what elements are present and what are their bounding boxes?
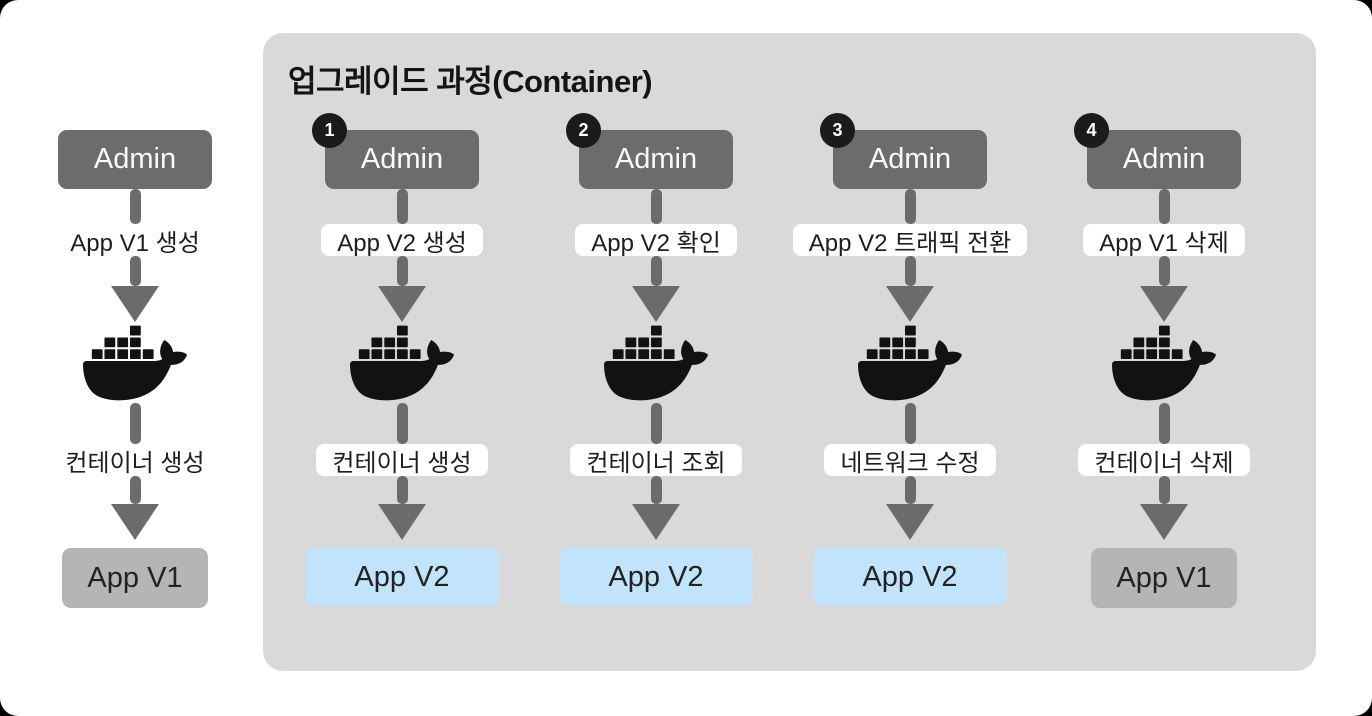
docker-action-label: 네트워크 수정 (824, 444, 996, 477)
step-number-badge: 4 (1074, 113, 1109, 148)
arrow-down-icon (111, 286, 159, 322)
arrow-down-icon (886, 286, 934, 322)
app-version-box: App V1 (1091, 548, 1237, 608)
connector-line (396, 256, 408, 286)
step-number-badge: 3 (820, 113, 855, 148)
admin-label: Admin (1122, 143, 1206, 175)
docker-whale-icon (604, 322, 708, 403)
connector-line (129, 403, 141, 444)
connector-line (650, 189, 662, 224)
connector-line (129, 189, 141, 224)
admin-label: Admin (360, 143, 444, 175)
connector-line (650, 476, 662, 504)
connector-line (396, 189, 408, 224)
connector-line (904, 403, 916, 444)
base-flow-column: Admin App V1 생성 컨테이너 생성 App V1 (0, 130, 285, 608)
panel-title: 업그레이드 과정(Container) (288, 64, 653, 99)
admin-box: 1 Admin (312, 113, 479, 189)
app-version-box: App V1 (62, 548, 208, 608)
app-version-box: App V2 (305, 548, 499, 606)
arrow-down-icon (1140, 286, 1188, 322)
docker-whale-icon (350, 322, 454, 403)
admin-action-label: App V1 생성 (70, 229, 200, 257)
admin-box: 2 Admin (566, 113, 733, 189)
arrow-down-icon (378, 504, 426, 540)
admin-action-label: App V2 트래픽 전환 (792, 224, 1028, 257)
connector-line (396, 403, 408, 444)
admin-label: Admin (868, 143, 952, 175)
connector-line (1158, 403, 1170, 444)
connector-line (904, 189, 916, 224)
connector-line (1158, 256, 1170, 286)
admin-label: Admin (93, 143, 177, 175)
connector-line (650, 256, 662, 286)
arrow-down-icon (632, 286, 680, 322)
step-number-badge: 2 (566, 113, 601, 148)
admin-action-label: App V2 확인 (575, 224, 737, 257)
arrow-down-icon (632, 504, 680, 540)
connector-line (1158, 189, 1170, 224)
arrow-down-icon (378, 286, 426, 322)
admin-action-label: App V2 생성 (321, 224, 483, 257)
docker-action-label: 컨테이너 조회 (570, 444, 742, 477)
arrow-down-icon (1140, 504, 1188, 540)
upgrade-step-column-4: 4 Admin App V1 삭제 컨테이너 삭제 App V1 (1014, 113, 1314, 608)
admin-box: 3 Admin (820, 113, 987, 189)
docker-whale-icon (858, 322, 962, 403)
upgrade-step-column-2: 2 Admin App V2 확인 컨테이너 조회 App V2 (506, 113, 806, 606)
admin-label: Admin (614, 143, 698, 175)
connector-line (396, 476, 408, 504)
docker-whale-icon (83, 322, 187, 403)
connector-line (129, 476, 141, 504)
app-version-box: App V2 (813, 548, 1007, 606)
docker-action-label: 컨테이너 생성 (65, 449, 205, 477)
app-version-box: App V2 (559, 548, 753, 606)
upgrade-step-column-1: 1 Admin App V2 생성 컨테이너 생성 App V2 (252, 113, 552, 606)
docker-action-label: 컨테이너 삭제 (1078, 444, 1250, 477)
admin-box: Admin (58, 130, 212, 189)
connector-line (650, 403, 662, 444)
connector-line (1158, 476, 1170, 504)
step-number-badge: 1 (312, 113, 347, 148)
connector-line (129, 256, 141, 286)
docker-action-label: 컨테이너 생성 (316, 444, 488, 477)
upgrade-step-column-3: 3 Admin App V2 트래픽 전환 네트워크 수정 App V2 (760, 113, 1060, 606)
connector-line (904, 476, 916, 504)
admin-action-label: App V1 삭제 (1083, 224, 1245, 257)
arrow-down-icon (886, 504, 934, 540)
connector-line (904, 256, 916, 286)
admin-box: 4 Admin (1074, 113, 1241, 189)
docker-whale-icon (1112, 322, 1216, 403)
arrow-down-icon (111, 504, 159, 540)
